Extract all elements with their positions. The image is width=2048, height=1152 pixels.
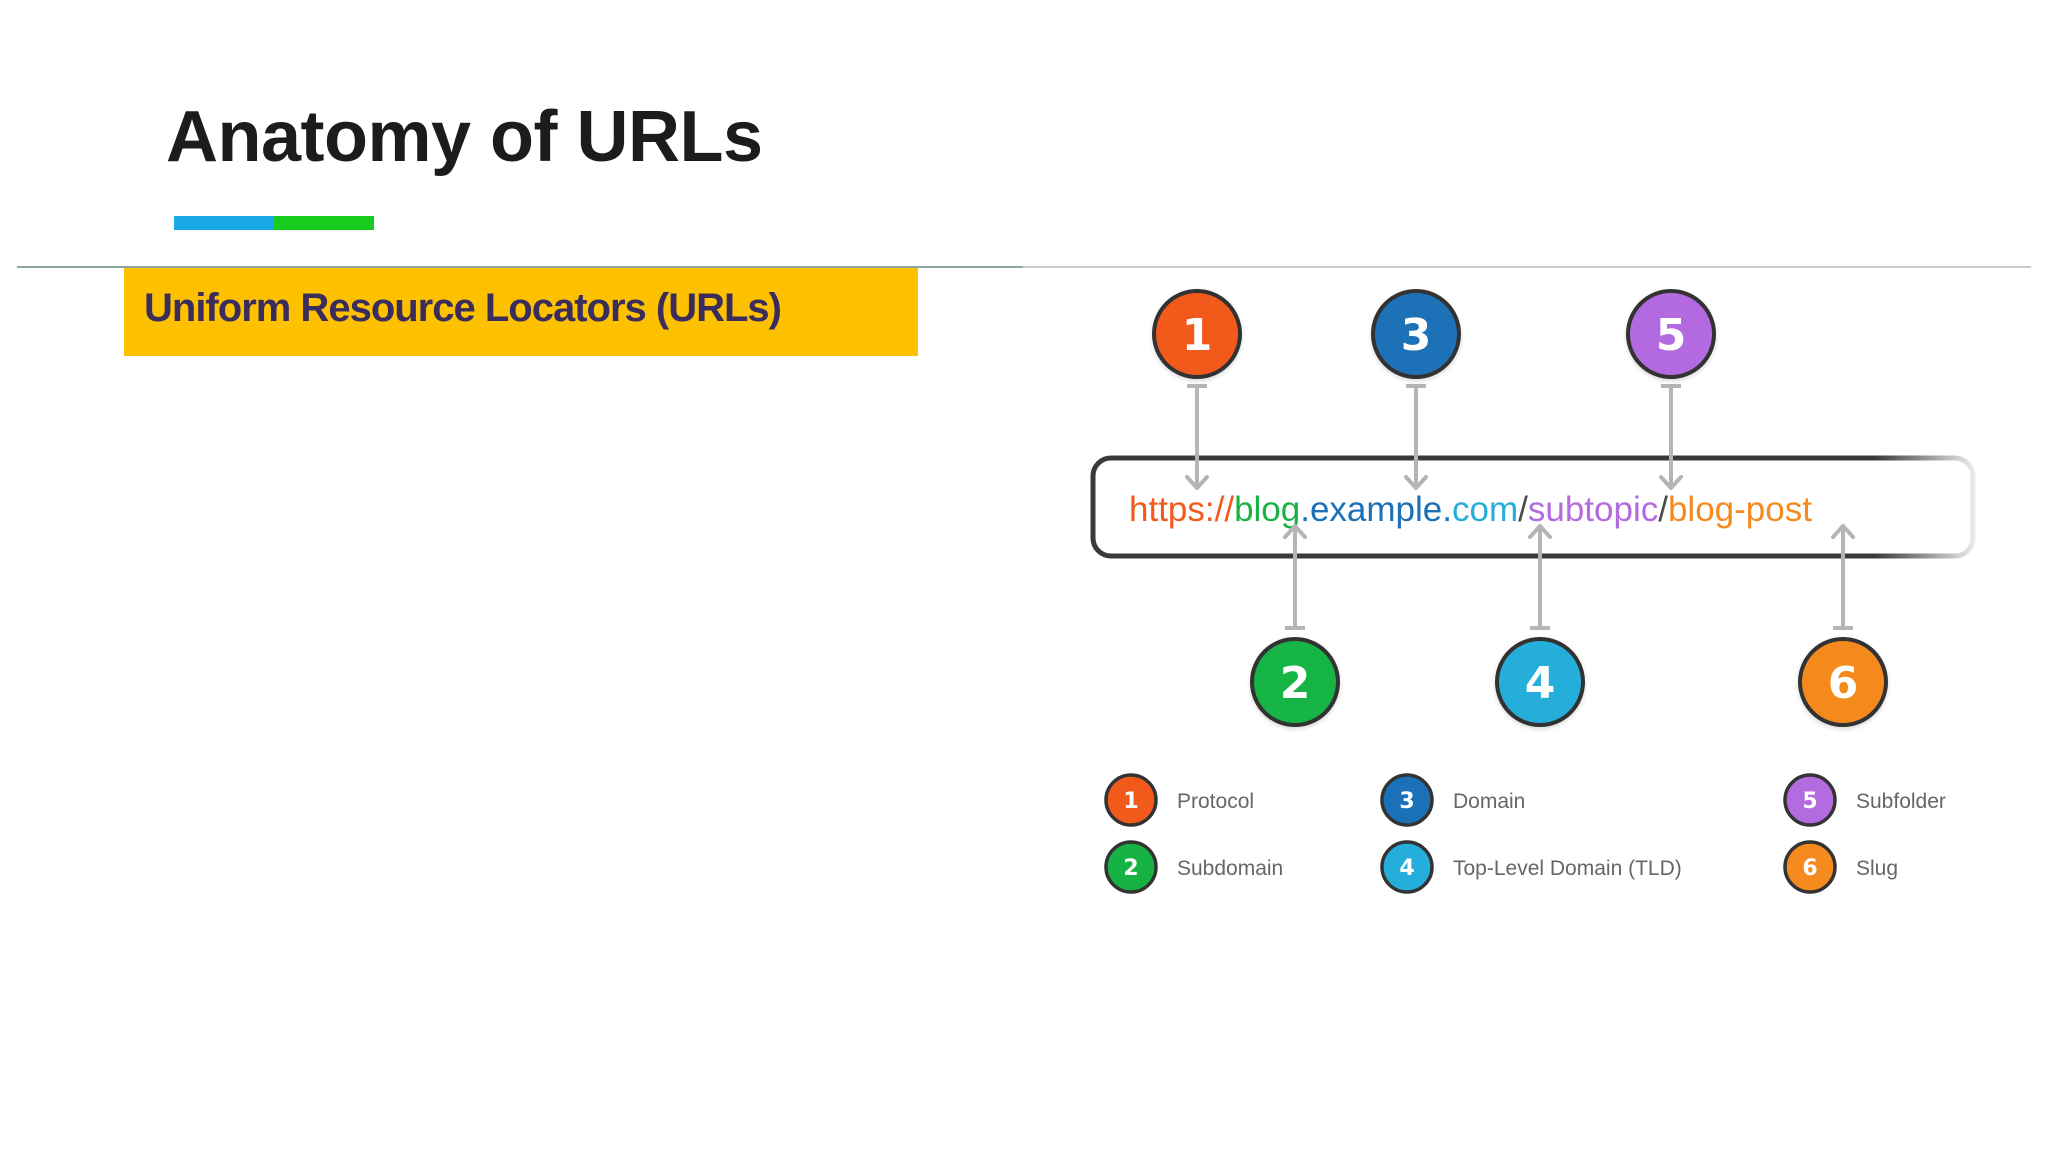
legend-label: Top-Level Domain (TLD) <box>1453 857 1682 880</box>
arrow-head <box>1283 524 1307 539</box>
title-accent-blue <box>174 216 274 230</box>
marker-2-circle: 2 <box>1250 637 1340 727</box>
legend-circle <box>1380 840 1434 894</box>
url-segment: . <box>1442 490 1452 529</box>
arrow-head <box>1185 475 1209 490</box>
arrow-6 <box>1831 524 1855 630</box>
arrow-4 <box>1528 524 1552 630</box>
legend-label: Protocol <box>1177 790 1254 813</box>
url-text: https://blog.example.com/subtopic/blog-p… <box>1129 490 1812 529</box>
legend-circle <box>1380 773 1434 827</box>
marker-number: 5 <box>1656 310 1687 361</box>
section-divider-right <box>1023 266 2031 268</box>
legend-number: 5 <box>1802 789 1817 814</box>
url-box-fade <box>1875 450 1985 564</box>
url-segment: blog <box>1234 490 1300 529</box>
arrow-3 <box>1404 384 1428 490</box>
title-accent-green <box>274 216 374 230</box>
arrows <box>1185 384 1855 630</box>
legend-circle <box>1783 840 1837 894</box>
url-segment: example <box>1310 490 1442 529</box>
legend-item-2: 2 Subdomain <box>1104 840 1283 894</box>
url-segment: https:// <box>1129 490 1234 529</box>
legend-item-4: 4 Top-Level Domain (TLD) <box>1380 840 1682 894</box>
legend-label: Domain <box>1453 790 1525 813</box>
legend-label: Slug <box>1856 857 1898 880</box>
legend-circle <box>1104 773 1158 827</box>
marker-circle-shape <box>1798 637 1888 727</box>
legend-number: 6 <box>1802 856 1817 881</box>
marker-4-circle: 4 <box>1495 637 1585 727</box>
marker-circle-shape <box>1152 289 1242 379</box>
marker-circle-shape <box>1371 289 1461 379</box>
legend-label: Subfolder <box>1856 790 1946 813</box>
marker-number: 1 <box>1182 310 1213 361</box>
marker-circle-shape <box>1250 637 1340 727</box>
url-segment: . <box>1300 490 1310 529</box>
url-diagram-svg: https://blog.example.com/subtopic/blog-p… <box>1090 289 1985 894</box>
url-segment: / <box>1518 490 1528 529</box>
marker-5-circle: 5 <box>1626 289 1716 379</box>
arrow-head <box>1659 475 1683 490</box>
slide-title: Anatomy of URLs <box>166 97 763 177</box>
legend-item-3: 3 Domain <box>1380 773 1525 827</box>
arrow-5 <box>1659 384 1683 490</box>
section-divider <box>17 266 1023 268</box>
legend-circle <box>1104 840 1158 894</box>
arrow-2 <box>1283 524 1307 630</box>
legend-item-1: 1 Protocol <box>1104 773 1254 827</box>
marker-circles: 1 2 3 4 5 6 <box>1152 289 1888 727</box>
marker-6-circle: 6 <box>1798 637 1888 727</box>
legend-item-6: 6 Slug <box>1783 840 1898 894</box>
legend-item-5: 5 Subfolder <box>1783 773 1946 827</box>
url-segment: blog-post <box>1668 490 1812 529</box>
marker-number: 3 <box>1401 310 1432 361</box>
marker-number: 2 <box>1280 658 1311 709</box>
subtitle-text: Uniform Resource Locators (URLs) <box>144 286 782 330</box>
url-segment: com <box>1452 490 1518 529</box>
legend-number: 2 <box>1123 856 1138 881</box>
subtitle-banner: Uniform Resource Locators (URLs) <box>124 268 918 356</box>
arrow-head <box>1528 524 1552 539</box>
arrow-1 <box>1185 384 1209 490</box>
url-segment: / <box>1658 490 1668 529</box>
url-anatomy-diagram: https://blog.example.com/subtopic/blog-p… <box>945 268 1985 908</box>
legend-number: 1 <box>1123 789 1138 814</box>
marker-3-circle: 3 <box>1371 289 1461 379</box>
legend-number: 4 <box>1399 856 1414 881</box>
legend-circle <box>1783 773 1837 827</box>
marker-1-circle: 1 <box>1152 289 1242 379</box>
marker-number: 4 <box>1525 658 1556 709</box>
url-segment: subtopic <box>1528 490 1658 529</box>
arrow-head <box>1404 475 1428 490</box>
legend-label: Subdomain <box>1177 857 1283 880</box>
marker-number: 6 <box>1828 658 1859 709</box>
legend: 1 Protocol 2 Subdomain 3 Domain 4 Top-Level Dom… <box>1104 773 1946 894</box>
legend-number: 3 <box>1399 789 1414 814</box>
marker-circle-shape <box>1626 289 1716 379</box>
marker-circle-shape <box>1495 637 1585 727</box>
arrow-head <box>1831 524 1855 539</box>
